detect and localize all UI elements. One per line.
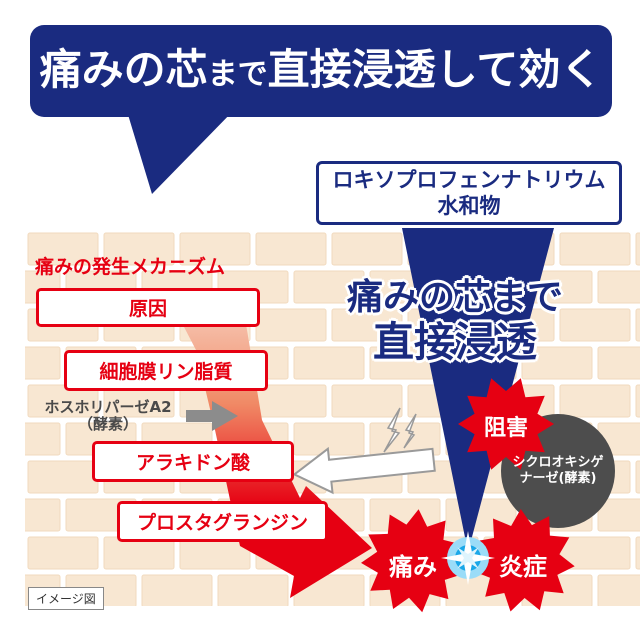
penetration-line1: 痛みの芯まで: [346, 277, 563, 318]
image-caption-box: イメージ図: [28, 587, 104, 610]
phospholipase-line1: ホスホリパーゼA2: [44, 398, 172, 416]
phospholipase-line2: （酵素）: [77, 415, 138, 434]
penetration-arrow: [402, 228, 554, 552]
mechanism-title: 痛みの発生メカニズム: [35, 256, 226, 278]
headline-bubble: 痛みの芯まで直接浸透して効く: [30, 25, 612, 117]
cox-line1: シクロオキシゲ: [512, 455, 604, 470]
inhibit-starburst: [458, 378, 554, 470]
blocked-arrow-icon: [292, 446, 436, 495]
headline-part2: まで: [207, 57, 268, 92]
pain-starburst: [361, 509, 464, 613]
inflammation-label: 炎症: [499, 553, 547, 581]
inhibit-label: 阻害: [483, 416, 528, 441]
penetration-line2: 直接浸透: [373, 318, 537, 366]
cox-line2: ナーゼ(酵素): [519, 471, 597, 487]
drug-name-line2: 水和物: [437, 194, 501, 218]
prostaglandin-box: プロスタグランジン: [117, 501, 328, 542]
crack-icon: [383, 407, 417, 453]
pain-label: 痛み: [389, 553, 437, 581]
cause-box: 原因: [36, 288, 260, 327]
headline-part1: 痛みの芯: [39, 45, 208, 94]
enzyme-arrow-icon: [186, 401, 238, 431]
inflammation-starburst: [471, 509, 575, 612]
drug-name-box: ロキソプロフェンナトリウム 水和物: [316, 161, 622, 225]
cox-enzyme-label: シクロオキシゲ ナーゼ(酵素): [498, 455, 618, 488]
sparkle-icon: [441, 531, 495, 585]
arachidonic-acid-box: アラキドン酸: [92, 441, 294, 482]
phospholipid-box: 細胞膜リン脂質: [64, 350, 268, 391]
phospholipase-label: ホスホリパーゼA2 （酵素）: [28, 398, 188, 434]
headline-part3: 直接浸透して効く: [267, 45, 603, 94]
drug-name-line1: ロキソプロフェンナトリウム: [332, 167, 606, 192]
bubble-tail: [126, 108, 236, 194]
